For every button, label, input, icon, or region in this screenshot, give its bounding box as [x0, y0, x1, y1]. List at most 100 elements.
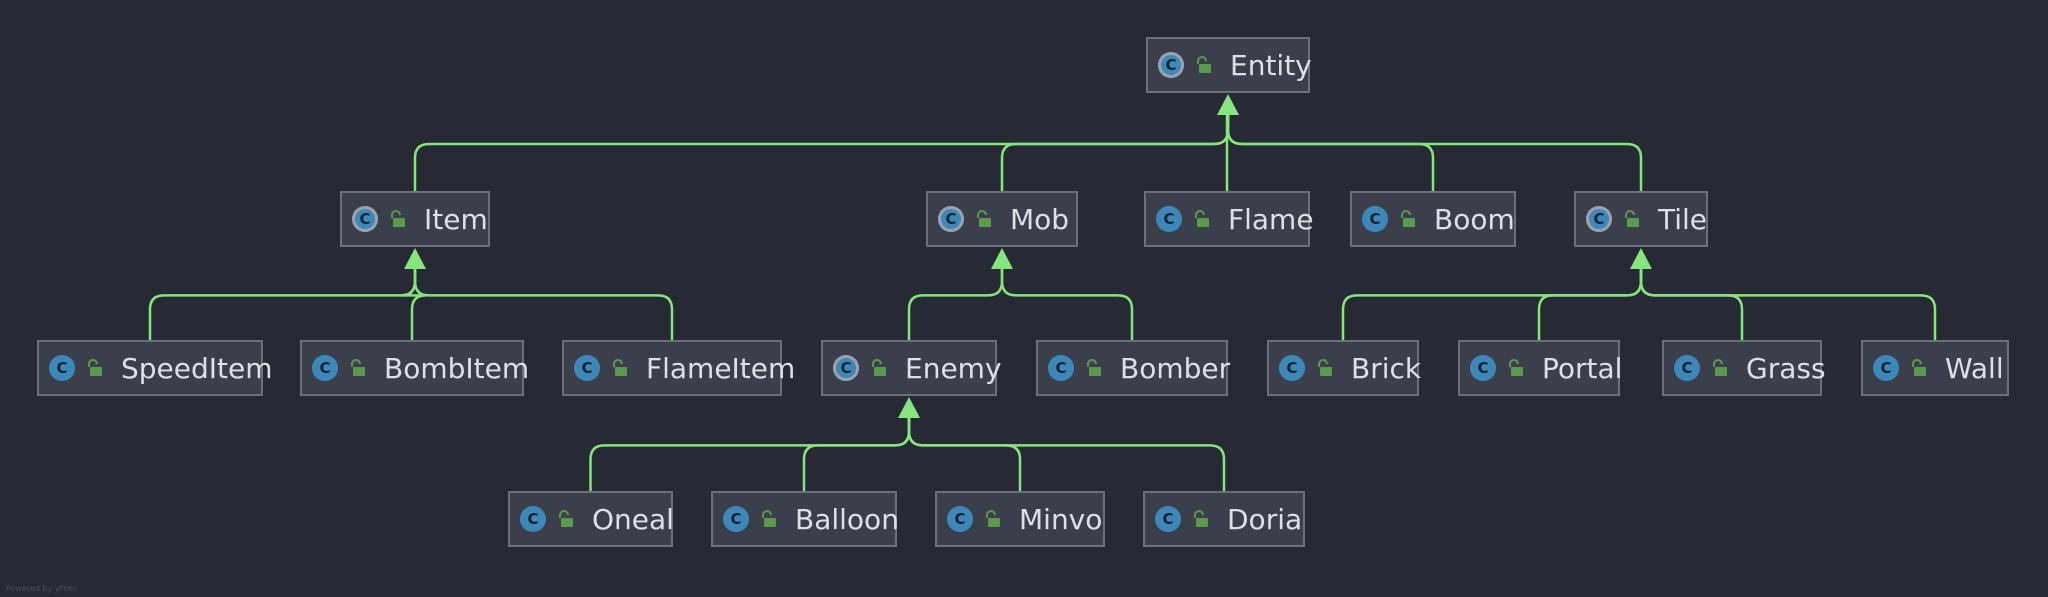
class-node-item[interactable]: C Item [340, 191, 490, 247]
class-node-wall[interactable]: C Wall [1861, 340, 2009, 396]
class-name-label: Minvo [1019, 502, 1103, 536]
class-name-label: Entity [1230, 48, 1312, 82]
edge-brick-to-tile [1341, 265, 1643, 340]
class-name-label: BombItem [384, 351, 530, 385]
class-node-boom[interactable]: C Boom [1350, 191, 1516, 247]
class-node-tile[interactable]: C Tile [1574, 191, 1708, 247]
class-node-bombitem[interactable]: C BombItem [300, 340, 529, 396]
class-icon: C [1158, 52, 1184, 78]
class-icon: C [1279, 355, 1305, 381]
public-lock-icon [1713, 359, 1727, 376]
class-icon: C [1048, 355, 1074, 381]
public-lock-icon [1318, 359, 1332, 376]
edge-balloon-to-enemy [802, 414, 911, 491]
public-lock-icon [1912, 359, 1926, 376]
edge-wall-to-tile [1639, 265, 1937, 340]
class-node-flameitem[interactable]: C FlameItem [562, 340, 795, 396]
edge-oneal-to-enemy [589, 414, 911, 491]
class-icon: C [1586, 206, 1612, 232]
class-name-label: Flame [1228, 202, 1314, 236]
class-icon: C [1470, 355, 1496, 381]
public-lock-icon [1401, 210, 1415, 227]
class-node-doria[interactable]: C Doria [1143, 491, 1305, 547]
edge-tile-to-entity [1226, 111, 1643, 191]
class-icon: C [723, 506, 749, 532]
class-node-bomber[interactable]: C Bomber [1036, 340, 1231, 396]
class-node-enemy[interactable]: C Enemy [821, 340, 1002, 396]
class-name-label: Enemy [905, 351, 1002, 385]
edge-flameitem-to-item [413, 265, 674, 340]
class-icon: C [938, 206, 964, 232]
class-icon: C [833, 355, 859, 381]
class-name-label: FlameItem [646, 351, 796, 385]
inheritance-arrowhead-tile [1630, 248, 1652, 269]
edge-portal-to-tile [1537, 265, 1643, 340]
class-node-entity[interactable]: C Entity [1146, 37, 1312, 93]
edge-boom-to-entity [1226, 111, 1435, 191]
class-icon: C [1873, 355, 1899, 381]
class-name-label: Item [424, 202, 488, 236]
public-lock-icon [391, 210, 405, 227]
edge-minvo-to-enemy [907, 414, 1022, 491]
class-name-label: Boom [1434, 202, 1515, 236]
class-icon: C [1156, 206, 1182, 232]
public-lock-icon [613, 359, 627, 376]
inheritance-arrowhead-mob [991, 248, 1013, 269]
public-lock-icon [88, 359, 102, 376]
public-lock-icon [351, 359, 365, 376]
class-name-label: Portal [1542, 351, 1623, 385]
class-icon: C [352, 206, 378, 232]
class-node-portal[interactable]: C Portal [1458, 340, 1623, 396]
diagram-footnote: Powered by yFiles [6, 584, 78, 593]
class-node-grass[interactable]: C Grass [1662, 340, 1826, 396]
edge-item-to-entity [413, 111, 1230, 191]
class-icon: C [520, 506, 546, 532]
class-node-mob[interactable]: C Mob [926, 191, 1078, 247]
class-node-brick[interactable]: C Brick [1267, 340, 1422, 396]
class-icon: C [312, 355, 338, 381]
public-lock-icon [1195, 210, 1209, 227]
public-lock-icon [977, 210, 991, 227]
public-lock-icon [1087, 359, 1101, 376]
class-name-label: Bomber [1120, 351, 1231, 385]
class-icon: C [1362, 206, 1388, 232]
edge-doria-to-enemy [907, 414, 1226, 491]
class-icon: C [1155, 506, 1181, 532]
edge-grass-to-tile [1639, 265, 1744, 340]
inheritance-arrowhead-entity [1217, 94, 1239, 115]
class-icon: C [1674, 355, 1700, 381]
class-icon: C [947, 506, 973, 532]
class-node-balloon[interactable]: C Balloon [711, 491, 899, 547]
class-name-label: Doria [1227, 502, 1303, 536]
public-lock-icon [872, 359, 886, 376]
public-lock-icon [1197, 56, 1211, 73]
class-name-label: Tile [1658, 202, 1708, 236]
class-node-minvo[interactable]: C Minvo [935, 491, 1105, 547]
class-node-speeditem[interactable]: C SpeedItem [37, 340, 273, 396]
public-lock-icon [1509, 359, 1523, 376]
edge-bomber-to-mob [1000, 265, 1134, 340]
edge-mob-to-entity [1000, 111, 1230, 191]
class-name-label: Mob [1010, 202, 1070, 236]
edge-enemy-to-mob [907, 265, 1004, 340]
public-lock-icon [762, 510, 776, 527]
class-name-label: Brick [1351, 351, 1422, 385]
class-node-oneal[interactable]: C Oneal [508, 491, 674, 547]
inheritance-arrowhead-enemy [898, 397, 920, 418]
class-name-label: SpeedItem [121, 351, 273, 385]
public-lock-icon [986, 510, 1000, 527]
class-name-label: Grass [1746, 351, 1826, 385]
class-node-flame[interactable]: C Flame [1144, 191, 1314, 247]
class-name-label: Wall [1945, 351, 2004, 385]
class-icon: C [574, 355, 600, 381]
edge-speeditem-to-item [148, 265, 417, 340]
public-lock-icon [1194, 510, 1208, 527]
class-name-label: Oneal [592, 502, 674, 536]
class-name-label: Balloon [795, 502, 899, 536]
inheritance-arrowhead-item [404, 248, 426, 269]
public-lock-icon [559, 510, 573, 527]
class-icon: C [49, 355, 75, 381]
edge-bombitem-to-item [400, 265, 427, 340]
